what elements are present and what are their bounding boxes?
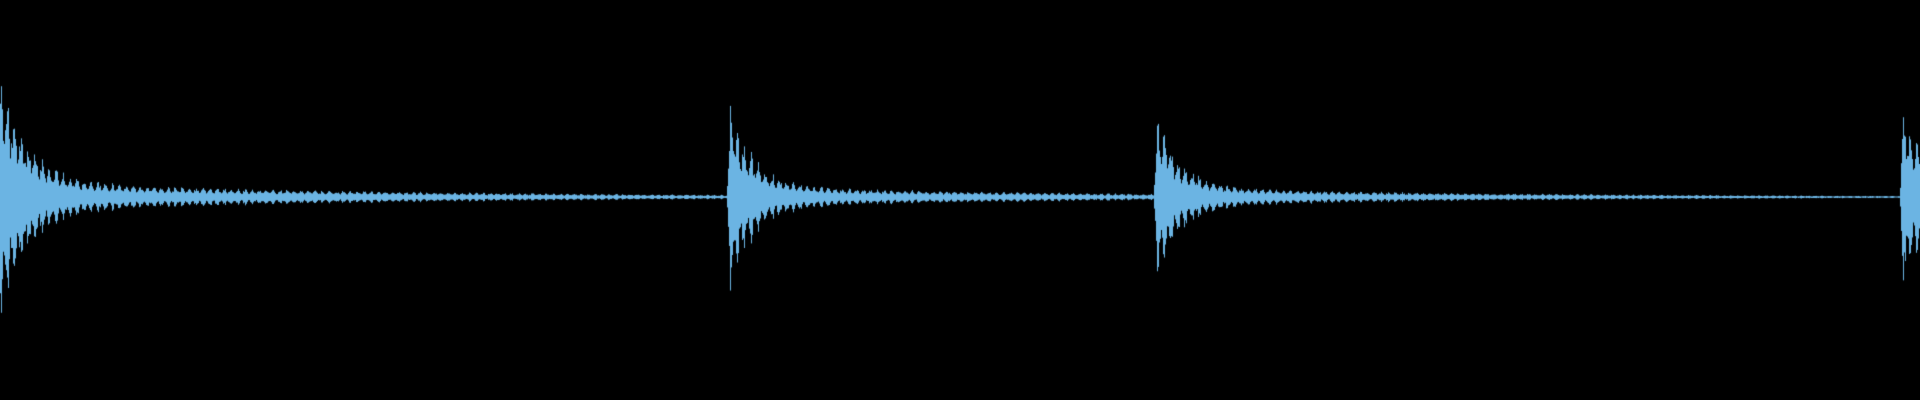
- waveform-viewer[interactable]: [0, 0, 1920, 400]
- audio-waveform-canvas[interactable]: [0, 0, 1920, 400]
